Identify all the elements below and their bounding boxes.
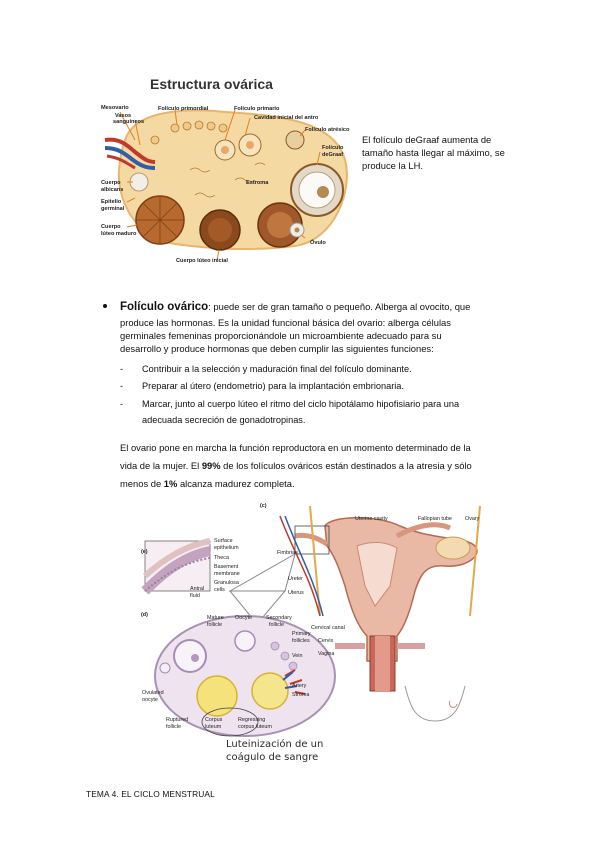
label-estroma: Estroma — [246, 180, 269, 186]
label-epitelio-1: Epitelio — [101, 199, 122, 205]
label-vein: Vein — [292, 653, 303, 659]
label-regressing-2: corpus luteum — [238, 724, 272, 730]
para2-line-2-post: de los folículos ováricos están destinad… — [220, 460, 472, 471]
label-regressing-1: Regressing — [238, 717, 266, 723]
label-stroma: Stroma — [292, 692, 310, 698]
label-albicans-1: Cuerpo — [101, 180, 121, 186]
para2-line-3-pre: menos de — [120, 478, 164, 489]
reproductive-anatomy-illustration — [141, 505, 481, 737]
label-luteo-2: lúteo maduro — [101, 231, 137, 237]
label-primary-2: follicles — [292, 638, 310, 644]
label-degraaf-1: Folículo — [322, 145, 344, 151]
corpus-luteum — [196, 675, 238, 717]
para2-line-3: menos de 1% alcanza madurez completa. — [120, 477, 510, 491]
para2-line-3-post: alcanza madurez completa. — [177, 478, 295, 489]
label-mature-1: Mature — [207, 615, 224, 621]
label-fallopian-tube: Fallopian tube — [418, 516, 452, 522]
atretic-follicle — [285, 130, 305, 150]
list-item-1-text: Contribuir a la selección y maduración f… — [142, 364, 412, 374]
label-degraaf-2: deGraaf — [322, 152, 344, 158]
label-corpus-2: luteum — [205, 724, 222, 730]
para-line-1: Folículo ovárico: puede ser de gran tama… — [120, 300, 510, 315]
label-ovulated-2: oocyte — [142, 697, 158, 703]
label-atresico: Folículo atrésico — [305, 127, 350, 133]
ovarian-structure-illustration — [104, 109, 348, 261]
para-line-2: produce las hormonas. Es la unidad funci… — [120, 317, 451, 328]
label-ruptured-1: Ruptured — [166, 717, 189, 723]
label-uterus: Uterus — [288, 590, 304, 596]
label-cavidad: Cavidad inicial del antro — [254, 115, 319, 121]
label-cervical-canal: Cervical canal — [311, 625, 345, 631]
handwritten-note-2: coágulo de sangre — [226, 752, 319, 763]
primordial-follicles — [150, 120, 228, 145]
para2-line-1: El ovario pone en marcha la función repr… — [120, 442, 471, 453]
dash-3: - — [120, 399, 124, 409]
list-item-3-text-2: adecuada secreción de gonadotropinas. — [142, 415, 306, 425]
panel-d: (d) — [141, 612, 148, 618]
side-note: El folículo deGraaf aumenta de tamaño ha… — [362, 134, 505, 171]
label-basement-2: membrane — [214, 571, 240, 577]
figure1-title: Estructura ovárica — [150, 76, 273, 92]
label-vagina: Vagina — [318, 651, 335, 657]
label-theca: Theca — [214, 555, 229, 561]
label-surface-2: epithelium — [214, 545, 239, 551]
label-secondary-1: Secondary — [266, 615, 292, 621]
label-fimbriae: Fimbriae — [277, 550, 298, 556]
label-granulosa-2: cells — [214, 587, 225, 593]
dash-2: - — [120, 381, 124, 391]
label-luteo-1: Cuerpo — [101, 224, 121, 230]
panel-e: (e) — [141, 549, 148, 555]
footer: TEMA 4. EL CICLO MENSTRUAL — [86, 789, 215, 799]
label-ureter: Ureter — [288, 576, 303, 582]
label-secondary-2: follicle — [269, 622, 284, 628]
label-ovulated-1: Ovulated — [142, 690, 164, 696]
label-foliculo-primordial: Folículo primordial — [158, 106, 209, 112]
label-cervix: Cervix — [318, 638, 334, 644]
ovary-right — [435, 536, 471, 560]
label-ovulo: Óvulo — [310, 240, 326, 246]
label-albicans-2: albicans — [101, 187, 124, 193]
label-vasos: Vasos — [115, 113, 132, 119]
list-item-2-text: Preparar al útero (endometrio) para la i… — [142, 381, 404, 391]
para2-line-2: vida de la mujer. El 99% de los folículo… — [120, 459, 510, 473]
label-ovary: Ovary — [465, 516, 480, 522]
para-line-4: desarrollo y produce hormonas que deben … — [120, 343, 434, 354]
para-line-3: germinales femeninas proporcionándole un… — [120, 330, 442, 341]
label-mature-2: follicle — [207, 622, 222, 628]
pct-1: 1% — [163, 478, 178, 489]
label-surface-1: Surface — [214, 538, 233, 544]
label-antral-2: fluid — [190, 593, 200, 599]
ovulated-oocyte — [159, 662, 171, 674]
mature-follicle — [173, 639, 207, 673]
label-granulosa-1: Granulosa — [214, 580, 239, 586]
term-foliculo: Folículo ovárico — [120, 301, 209, 313]
secondary-follicle — [234, 630, 256, 652]
label-mesovario: Mesovario — [101, 105, 129, 111]
label-foliculo-primario: Folículo primario — [234, 106, 280, 112]
list-item-3-text: Marcar, junto al cuerpo lúteo el ritmo d… — [142, 399, 460, 409]
label-corpus-1: Corpus — [205, 717, 223, 723]
para-line-1-rest: : puede ser de gran tamaño o pequeño. Al… — [208, 301, 471, 312]
body-outline — [404, 685, 466, 722]
pct-99: 99% — [201, 460, 221, 471]
label-basement-1: Basement — [214, 564, 239, 570]
label-vasos-2: sanguíneos — [113, 119, 145, 125]
panel-c: (c) — [260, 503, 267, 509]
label-luteo-inicial: Cuerpo lúteo inicial — [176, 258, 228, 264]
label-uterine-cavity: Uterine cavity — [355, 516, 388, 522]
label-antral-1: Antral — [190, 586, 205, 592]
handwritten-note-1: Luteinización de un — [226, 739, 324, 750]
label-primary-1: Primary — [292, 631, 311, 637]
label-epitelio-2: germinal — [101, 206, 125, 212]
dash-1: - — [120, 364, 124, 374]
bullet-dot — [103, 304, 107, 308]
label-oocyte: Oocyte — [235, 615, 253, 621]
label-ruptured-2: follicle — [166, 724, 181, 730]
para2-line-2-pre: vida de la mujer. El — [120, 460, 202, 471]
blood-vessels — [104, 137, 156, 164]
label-artery: Artery — [292, 683, 307, 689]
